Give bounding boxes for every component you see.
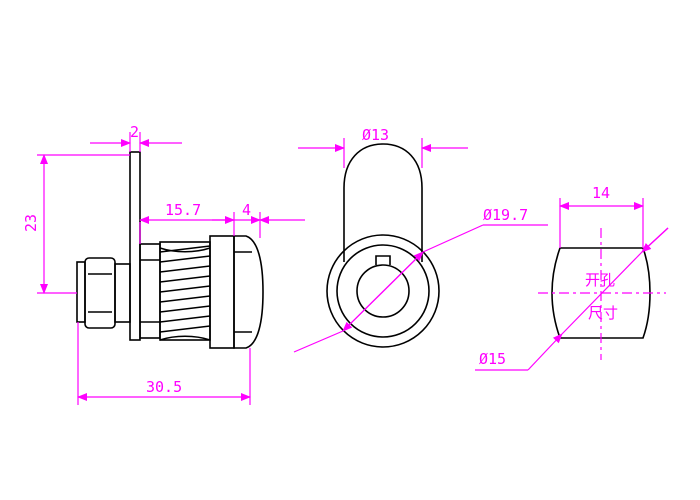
dim-head-diameter: Ø19.7 bbox=[483, 206, 528, 224]
dim-flange-thickness: 2 bbox=[130, 123, 139, 141]
front-view bbox=[326, 143, 440, 348]
side-view bbox=[76, 151, 264, 349]
head-inner-circle bbox=[336, 244, 430, 338]
dim-total-length: 30.5 bbox=[146, 378, 182, 396]
barrel-outline bbox=[343, 143, 423, 262]
cutout-label-line1: 开孔 bbox=[585, 271, 615, 289]
key-slot bbox=[375, 255, 391, 265]
hex-nut bbox=[139, 243, 161, 339]
panel-cutout-view: 14 Ø15 开孔 尺寸 bbox=[475, 184, 669, 371]
side-view-dimension-text: 2 23 15.7 4 30.5 bbox=[22, 123, 251, 396]
dim-barrel-diameter: Ø13 bbox=[362, 126, 389, 144]
dim-cutout-width: 14 bbox=[592, 184, 610, 202]
dim-thread-length: 15.7 bbox=[165, 201, 201, 219]
keyway-circle bbox=[356, 264, 410, 318]
thread-collar bbox=[209, 235, 235, 349]
flange-plate bbox=[129, 151, 141, 341]
head-outer-circle bbox=[326, 234, 440, 348]
cutout-label-line2: 尺寸 bbox=[588, 304, 618, 322]
front-view-dimensions bbox=[293, 138, 548, 353]
cutout-dimensions bbox=[475, 198, 669, 371]
cutout-outline bbox=[551, 247, 651, 339]
threaded-body bbox=[159, 241, 211, 341]
front-view-dimension-text: Ø13 Ø19.7 bbox=[362, 126, 528, 224]
dim-head-length: 4 bbox=[242, 201, 251, 219]
dim-height: 23 bbox=[22, 214, 40, 232]
side-view-dimensions bbox=[37, 132, 305, 405]
cutout-dimension-text: 14 Ø15 开孔 尺寸 bbox=[479, 184, 618, 368]
lock-head bbox=[233, 235, 264, 349]
dim-cutout-diameter: Ø15 bbox=[479, 350, 506, 368]
back-nut bbox=[76, 257, 131, 329]
